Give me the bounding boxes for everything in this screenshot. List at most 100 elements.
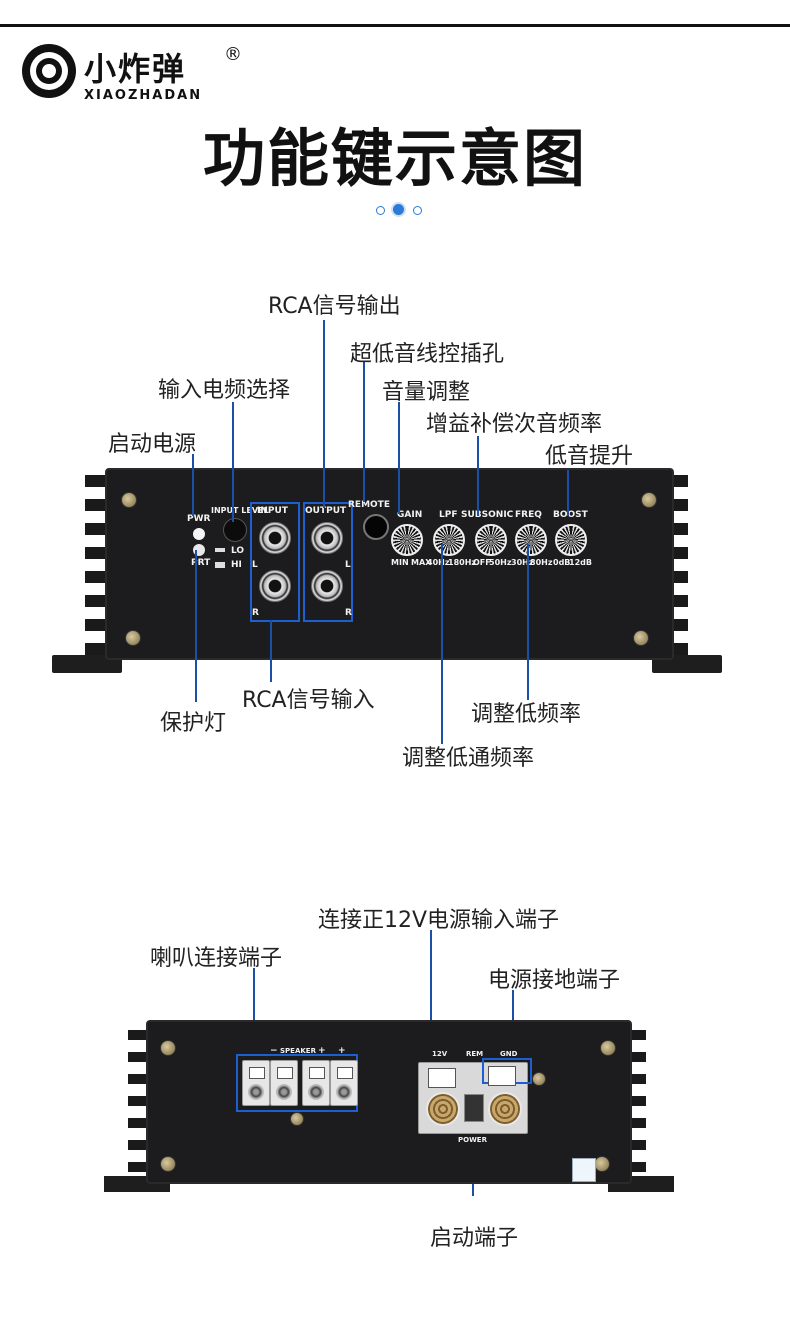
callout-rca-input: RCA信号输入	[242, 688, 375, 713]
leader-line	[363, 362, 365, 502]
screw-icon	[290, 1112, 304, 1126]
leader-line	[323, 320, 325, 508]
callout-ground: 电源接地端子	[488, 968, 621, 993]
callout-rca-output: RCA信号输出	[268, 294, 401, 319]
registered-mark: ®	[224, 44, 242, 65]
top-divider	[0, 0, 790, 27]
boost-knob[interactable]	[555, 524, 587, 556]
freq-80hz-label: 80Hz	[530, 558, 553, 567]
page-title: 功能键示意图	[202, 122, 587, 195]
gain-min-label: MIN	[391, 558, 409, 567]
boost-12db-label: 12dB	[569, 558, 592, 567]
subsonic-off-label: OFF	[473, 558, 491, 567]
speaker-terminal[interactable]	[242, 1060, 270, 1106]
leader-line	[430, 930, 432, 1054]
output-label: OUTPUT	[305, 506, 347, 516]
freq-30hz-label: 30Hz	[511, 558, 534, 567]
rear-panel-figure: 连接正12V电源输入端子 喇叭连接端子 电源接地端子 − SPEAKER + +	[0, 890, 790, 1310]
freq-knob[interactable]	[515, 524, 547, 556]
front-panel-figure: PWR PRT INPUT LEVEL LO HI INPUT L R OUTP…	[0, 280, 790, 780]
subsonic-label: SUBSONIC	[461, 510, 514, 520]
screw-icon	[594, 1156, 610, 1172]
screw-icon	[160, 1040, 176, 1056]
rca-output-group	[303, 502, 353, 622]
lpf-label: LPF	[439, 510, 458, 520]
hi-label: HI	[231, 560, 242, 570]
12v-label: 12V	[432, 1050, 448, 1058]
screw-icon	[641, 492, 657, 508]
input-level-label: INPUT LEVEL	[211, 506, 269, 515]
subsonic-knob[interactable]	[475, 524, 507, 556]
rca-output-right[interactable]	[311, 570, 343, 602]
lo-marker-icon	[215, 548, 225, 552]
lpf-180hz-label: 180Hz	[448, 558, 477, 567]
carousel-dot[interactable]	[413, 206, 422, 215]
speaker-plus-label-2: +	[338, 1046, 346, 1056]
12v-window	[428, 1068, 456, 1088]
callout-gain-comp: 增益补偿次音频率	[426, 412, 603, 437]
rca-output-left[interactable]	[311, 522, 343, 554]
speaker-minus-label: −	[270, 1046, 278, 1056]
rca-input-right[interactable]	[259, 570, 291, 602]
heatsink-right	[622, 1030, 646, 1180]
mount-flange-left	[52, 655, 122, 673]
leader-line	[477, 436, 479, 516]
output-r-label: R	[345, 608, 352, 618]
amplifier-front-body: PWR PRT INPUT LEVEL LO HI INPUT L R OUTP…	[105, 468, 674, 660]
output-l-label: L	[345, 560, 351, 570]
callout-remote-terminal: 启动端子	[430, 1226, 519, 1251]
screw-icon	[121, 492, 137, 508]
leader-line	[527, 544, 529, 700]
gnd-terminal-screw[interactable]	[488, 1092, 522, 1126]
carousel-dot[interactable]	[376, 206, 385, 215]
callout-volume: 音量调整	[382, 380, 471, 405]
12v-terminal-screw[interactable]	[426, 1092, 460, 1126]
rem-label: REM	[466, 1050, 484, 1058]
callout-low-freq: 调整低频率	[471, 702, 582, 727]
input-label: INPUT	[257, 506, 288, 516]
rca-input-group	[250, 502, 300, 622]
callout-input-level: 输入电频选择	[158, 378, 291, 403]
remote-label: REMOTE	[348, 500, 390, 510]
lpf-40hz-label: 40Hz	[427, 558, 450, 567]
speaker-terminal[interactable]	[270, 1060, 298, 1106]
screw-icon	[600, 1040, 616, 1056]
input-r-label: R	[252, 608, 259, 618]
remote-port[interactable]	[363, 514, 389, 540]
callout-bass-boost: 低音提升	[545, 444, 634, 469]
callout-speaker: 喇叭连接端子	[150, 946, 283, 971]
leader-line	[567, 470, 569, 516]
callout-protect: 保护灯	[160, 711, 227, 736]
callout-power-on: 启动电源	[108, 432, 197, 457]
rem-terminal[interactable]	[464, 1094, 484, 1122]
brand-logo-icon	[22, 44, 76, 98]
prt-label: PRT	[191, 558, 211, 568]
brand-name: 小炸弹	[84, 50, 187, 88]
speaker-terminal[interactable]	[330, 1060, 358, 1106]
pwr-label: PWR	[187, 514, 211, 524]
speaker-terminal[interactable]	[302, 1060, 330, 1106]
brand-latin: XIAOZHADAN	[84, 88, 203, 103]
gain-knob[interactable]	[391, 524, 423, 556]
screw-icon	[633, 630, 649, 646]
lpf-knob[interactable]	[433, 524, 465, 556]
input-level-switch[interactable]	[223, 518, 247, 542]
pwr-led	[193, 528, 205, 540]
leader-line	[441, 544, 443, 744]
screw-icon	[125, 630, 141, 646]
leader-line	[192, 454, 194, 516]
gain-label: GAIN	[397, 510, 423, 520]
subsonic-50hz-label: 50Hz	[489, 558, 512, 567]
leader-line	[195, 550, 197, 702]
amplifier-rear-body: − SPEAKER + + 12V REM GND POWER	[146, 1020, 632, 1184]
carousel-dot-active[interactable]	[393, 204, 404, 215]
callout-lpf-freq: 调整低通频率	[402, 746, 535, 771]
hi-marker-icon	[215, 562, 225, 568]
leader-line	[398, 402, 400, 514]
callout-sub-port: 超低音线控插孔	[350, 342, 505, 367]
carousel-indicator	[370, 203, 430, 217]
sticker	[572, 1158, 596, 1182]
rca-input-left[interactable]	[259, 522, 291, 554]
callout-12v-input: 连接正12V电源输入端子	[318, 908, 560, 933]
boost-0db-label: 0dB	[553, 558, 571, 567]
